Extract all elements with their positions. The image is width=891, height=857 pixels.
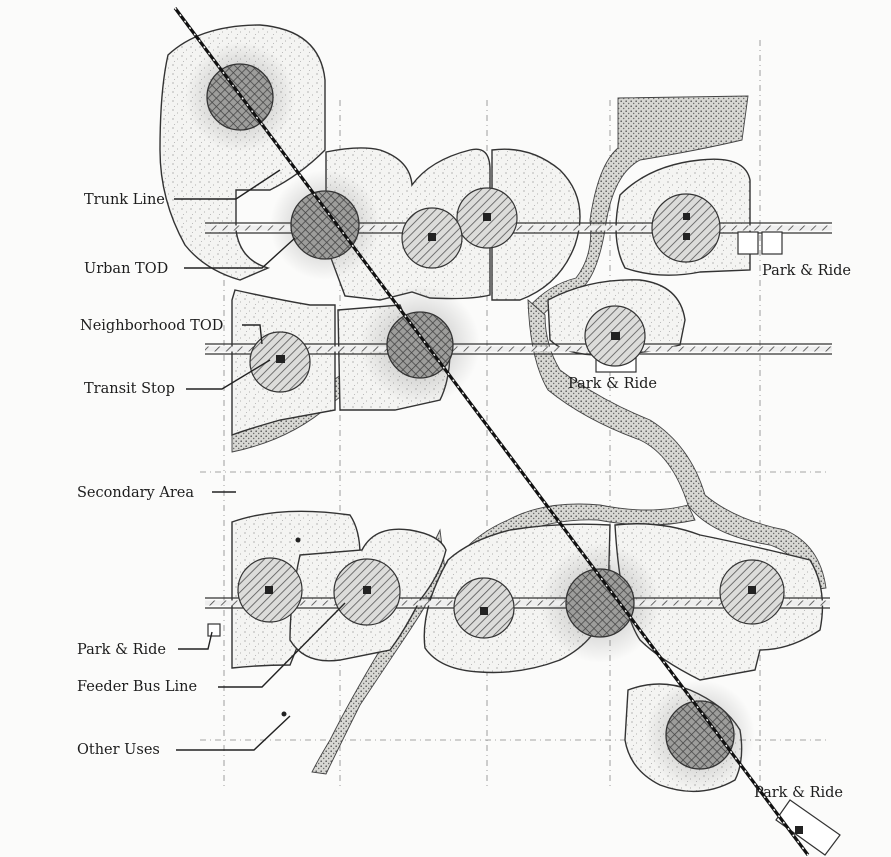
label-transit-stop: Transit Stop (84, 381, 175, 397)
label-secondary-area: Secondary Area (77, 485, 194, 501)
label-urban-tod: Urban TOD (84, 261, 168, 277)
label-park-ride-middle: Park & Ride (568, 376, 657, 392)
label-feeder-bus-line: Feeder Bus Line (77, 679, 197, 695)
label-park-ride-top: Park & Ride (762, 263, 851, 279)
label-park-ride-bottom: Park & Ride (754, 785, 843, 801)
label-other-uses: Other Uses (77, 742, 160, 758)
label-park-ride-left: Park & Ride (77, 642, 166, 658)
label-trunk-line: Trunk Line (84, 192, 165, 208)
label-neighborhood-tod: Neighborhood TOD (80, 318, 223, 334)
